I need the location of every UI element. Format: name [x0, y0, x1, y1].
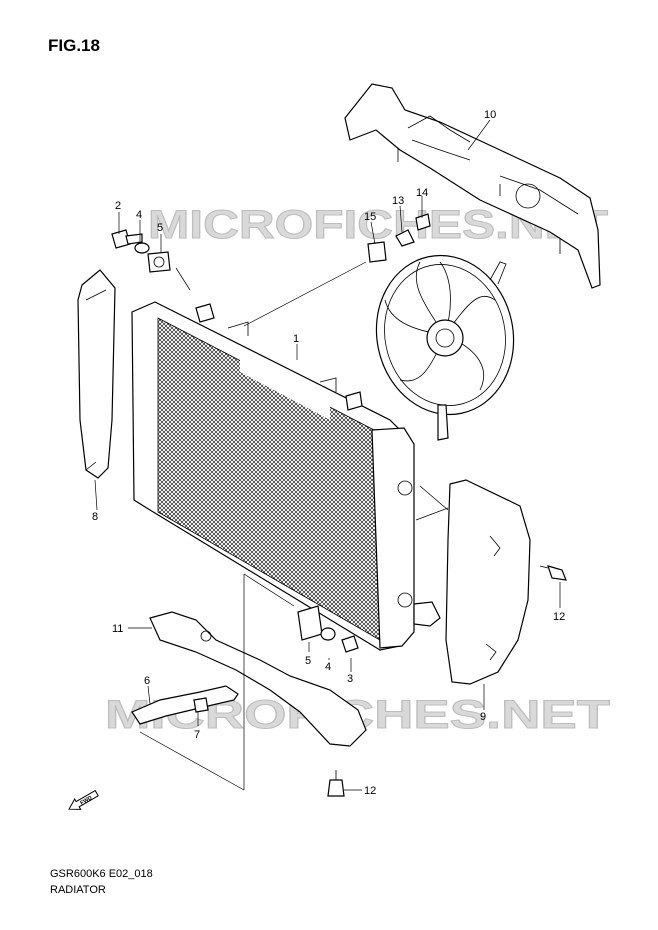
guide-lines [139, 261, 449, 791]
callout-1: 1 [293, 333, 299, 345]
bolt-12-bottom [327, 770, 345, 797]
watermark-top: MICROFICHES.NET [148, 203, 608, 247]
diagram-name: RADIATOR [50, 884, 106, 896]
side-panel-left [77, 269, 116, 479]
callout-12-right: 12 [553, 611, 565, 623]
bolt-12-right [539, 565, 567, 581]
callout-5-lower: 5 [305, 655, 311, 667]
callout-14: 14 [416, 187, 428, 199]
collar-4-lower [320, 627, 336, 641]
clamp-13 [395, 229, 415, 247]
callout-15: 15 [364, 211, 376, 223]
bolt-3 [341, 635, 359, 653]
bolt-14 [415, 213, 431, 231]
callout-7: 7 [194, 729, 200, 741]
callout-12-bottom: 12 [364, 785, 376, 797]
fwd-arrow-icon: FWD [68, 789, 99, 810]
stay-bracket [131, 685, 239, 725]
callout-5: 5 [157, 222, 163, 234]
leader-lines [94, 119, 561, 791]
bolt-7 [193, 697, 209, 713]
callout-11: 11 [112, 623, 123, 635]
callout-4-lower: 4 [325, 661, 331, 673]
radiator-core [131, 301, 441, 651]
callout-10: 10 [484, 109, 496, 121]
figure-title: FIG.18 [48, 36, 100, 55]
cooling-fan [375, 254, 515, 441]
bolt-2 [111, 229, 143, 249]
grommet-5 [147, 251, 171, 273]
grommet-15 [367, 241, 387, 263]
callout-3: 3 [347, 673, 353, 685]
side-panel-right [445, 479, 531, 685]
lower-deflector [149, 611, 367, 747]
callout-6: 6 [144, 675, 150, 687]
callout-2: 2 [115, 200, 121, 212]
collar-4 [134, 242, 150, 254]
upper-cover [344, 83, 601, 289]
fwd-label: FWD [80, 795, 94, 806]
callout-9: 9 [480, 711, 486, 723]
grommet-5-lower [297, 605, 323, 641]
callout-13: 13 [392, 195, 404, 207]
diagram-code: GSR600K6 E02_018 [50, 868, 153, 880]
callout-4: 4 [136, 209, 142, 221]
callout-8: 8 [92, 511, 98, 523]
